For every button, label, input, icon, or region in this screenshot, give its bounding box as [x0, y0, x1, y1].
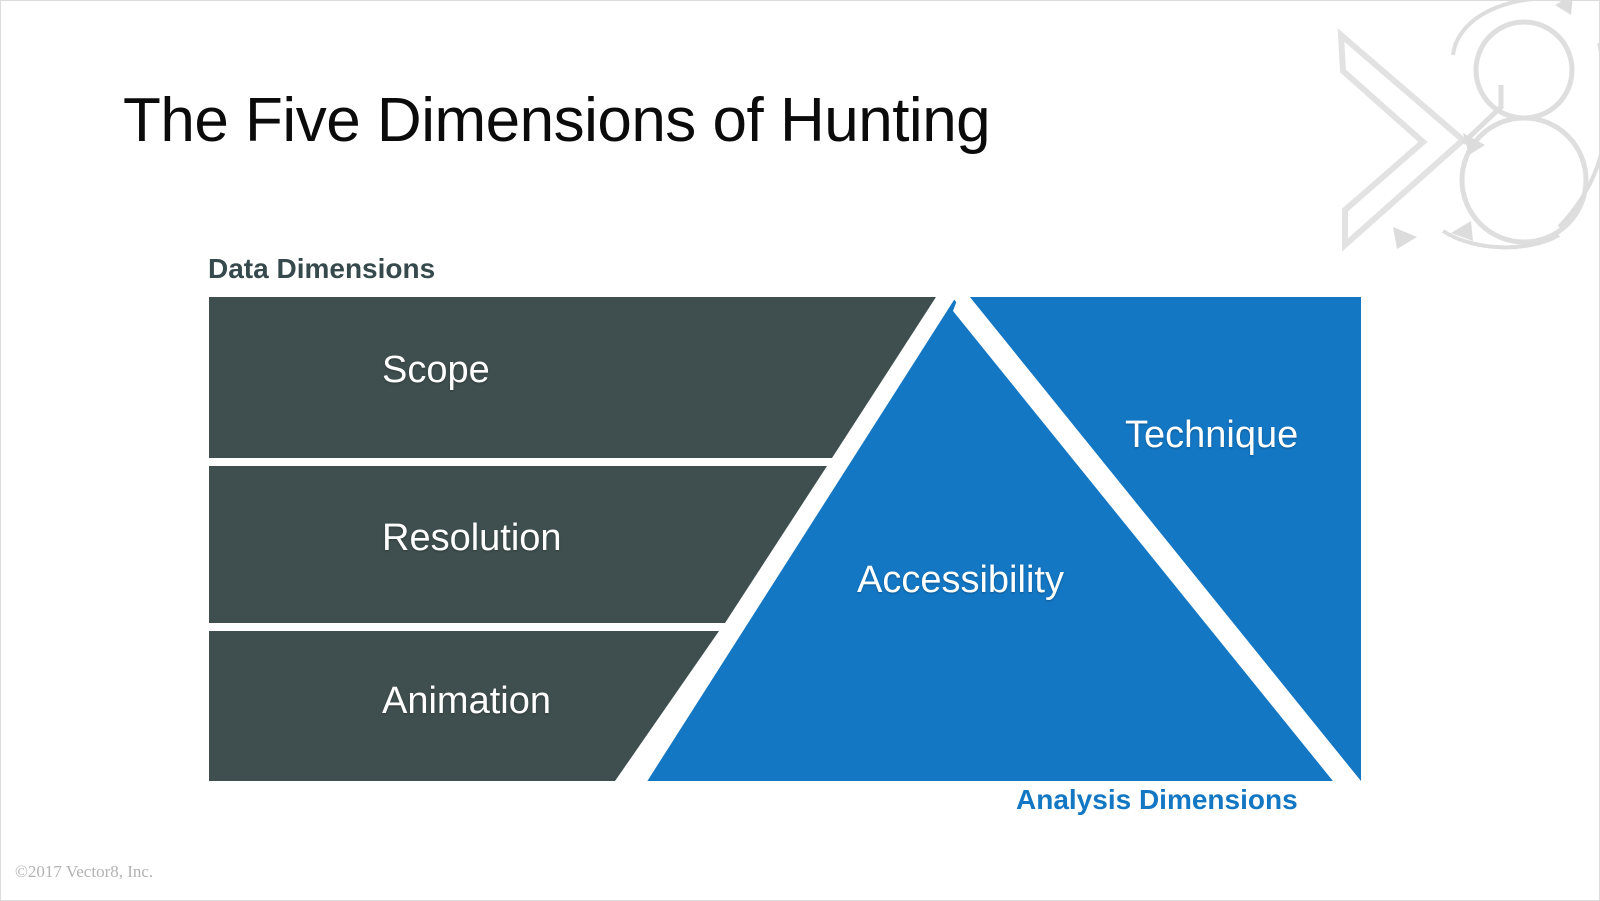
label-scope: Scope	[382, 349, 490, 391]
data-dimensions-caption: Data Dimensions	[208, 253, 436, 284]
triangle-divider	[953, 289, 1369, 791]
analysis-dimensions-caption: Analysis Dimensions	[1016, 784, 1298, 815]
data-shape-animation	[209, 631, 719, 781]
label-technique: Technique	[1125, 414, 1299, 456]
analysis-shape-technique-body	[970, 297, 1361, 781]
triangle-apex-divider	[613, 289, 961, 791]
data-shape-resolution	[209, 466, 827, 623]
label-resolution: Resolution	[382, 517, 562, 559]
copyright-notice: ©2017 Vector8, Inc.	[15, 862, 154, 881]
page-title: The Five Dimensions of Hunting	[123, 86, 991, 155]
analysis-shape-accessibility	[646, 297, 1348, 781]
data-shape-scope	[209, 297, 936, 458]
label-animation: Animation	[382, 680, 551, 722]
label-accessibility: Accessibility	[857, 559, 1064, 601]
